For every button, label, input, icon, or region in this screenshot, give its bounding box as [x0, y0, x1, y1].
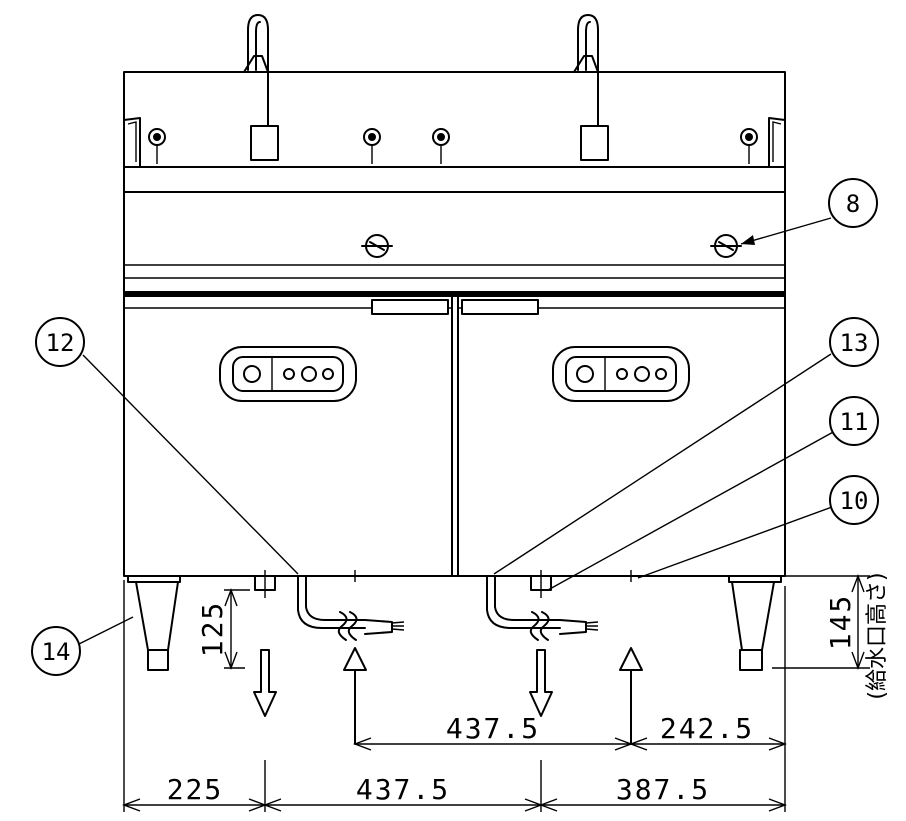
front-rim [123, 166, 786, 296]
control-panel-left [219, 346, 357, 402]
supply-mark-left [349, 570, 361, 582]
dim-bottom-right: 387.5 [616, 773, 710, 806]
drain-fitting-right [530, 570, 552, 598]
backsplash-panel [123, 71, 786, 168]
callout-11-label: 11 [840, 408, 869, 436]
callout-12: 12 [35, 317, 85, 367]
power-cord-left [297, 575, 405, 641]
extension-lines [123, 575, 870, 812]
callout-10: 10 [829, 475, 879, 525]
callout-13-label: 13 [840, 329, 869, 357]
dim-bottom-mid: 437.5 [356, 773, 450, 806]
drain-arrow-left-icon [253, 649, 277, 717]
leader-lines [78, 217, 836, 645]
dimension-upper-row: 437.5 242.5 [353, 712, 787, 751]
knob-icon [148, 128, 166, 164]
dim-upper-right: 242.5 [660, 712, 754, 745]
lower-cabinet [123, 295, 786, 577]
valve-handle-right [710, 234, 742, 258]
dim-supply-height: 145 [824, 594, 857, 651]
callout-13: 13 [829, 317, 879, 367]
callout-14: 14 [31, 626, 81, 676]
supply-mark-right [625, 570, 637, 582]
knob-icon [432, 128, 450, 164]
callout-8: 8 [828, 178, 878, 228]
knob-icon [363, 128, 381, 164]
dimension-bottom-row: 225 437.5 387.5 [122, 773, 787, 812]
callout-12-label: 12 [46, 329, 75, 357]
dim-supply-height-note: (給水口高さ) [865, 572, 890, 699]
leg-right [728, 575, 782, 671]
drain-arrow-right-icon [529, 649, 553, 717]
knob-icon [740, 128, 758, 164]
dim-upper-mid: 437.5 [446, 712, 540, 745]
dim-bottom-left: 225 [167, 773, 224, 806]
dim-drain-height: 125 [196, 601, 229, 658]
control-panel-right [552, 346, 690, 402]
power-cord-right [486, 575, 599, 641]
dimension-supply-height: 145 (給水口高さ) [824, 572, 890, 699]
callout-14-label: 14 [42, 638, 71, 666]
callout-8-label: 8 [846, 190, 860, 218]
faucet-left [243, 14, 279, 161]
valve-handle-left [361, 234, 393, 258]
drain-fitting-left [254, 570, 276, 598]
supply-arrow-left-icon [343, 647, 367, 745]
callout-11: 11 [829, 396, 879, 446]
backsplash-knobs [148, 128, 758, 164]
faucet-right [573, 14, 609, 161]
leg-left [127, 575, 181, 671]
dimension-drain-height: 125 [196, 588, 238, 670]
callout-10-label: 10 [840, 487, 869, 515]
supply-arrow-right-icon [619, 647, 643, 745]
